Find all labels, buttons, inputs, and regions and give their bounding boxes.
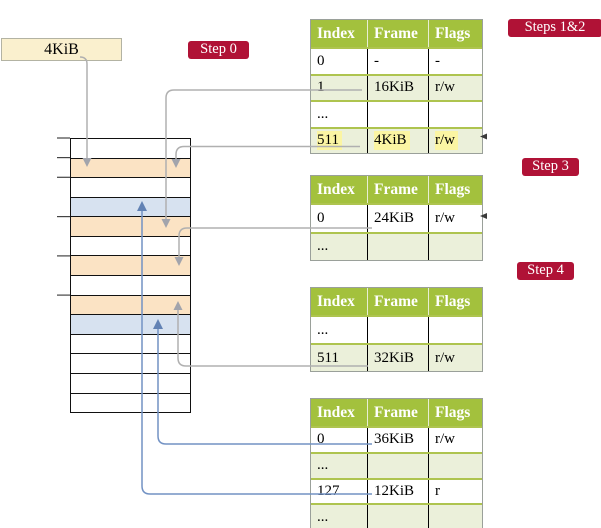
table-header: Index Frame Flags (311, 288, 482, 315)
cell-flags (428, 233, 482, 260)
table-row: ... (311, 100, 482, 127)
memory-frame-row (71, 256, 190, 277)
table-row: 1 16KiB r/w (311, 73, 482, 100)
cell-index: ... (317, 321, 329, 338)
cell-frame: 4KiB (367, 128, 428, 153)
column-header-flags: Flags (428, 399, 482, 426)
cell-index: 0 (317, 209, 325, 226)
cell-flags: r/w (428, 345, 482, 371)
cell-index: 127 (317, 482, 340, 499)
column-header-frame: Frame (367, 176, 428, 203)
column-header-index: Index (317, 292, 355, 310)
cell-index: ... (317, 508, 329, 525)
cell-index: 511 (317, 349, 339, 366)
frame-size-label-box: 4KiB (1, 38, 122, 61)
page-table-step-3: Index Frame Flags 0 24KiB r/w ... (310, 175, 483, 261)
column-header-index: Index (317, 180, 355, 198)
cell-flags: r/w (428, 428, 482, 452)
column-header-flags: Flags (428, 20, 482, 47)
table-row: ... (311, 231, 482, 260)
page-table-step-4-upper: Index Frame Flags ... 511 32KiB r/w (310, 287, 483, 372)
memory-frame-row (71, 158, 190, 179)
column-header-flags: Flags (428, 288, 482, 315)
memory-frame-row (71, 393, 190, 413)
table-row: ... (311, 503, 482, 528)
badge-step-3: Step 3 (522, 158, 579, 176)
cell-index: ... (317, 238, 329, 255)
table-row: 0 - - (311, 47, 482, 74)
page-table-steps-1-2: Index Frame Flags 0 - - 1 16KiB r/w . (310, 19, 483, 154)
table-header: Index Frame Flags (311, 176, 482, 203)
memory-frame-row (71, 295, 190, 316)
cell-index: ... (317, 105, 329, 122)
table-header: Index Frame Flags (311, 399, 482, 426)
cell-flags (428, 453, 482, 478)
memory-frame-row (71, 197, 190, 218)
cell-index: 1 (317, 79, 325, 96)
cell-frame (367, 102, 428, 127)
cell-flags (428, 102, 482, 127)
memory-frame-row (71, 315, 190, 335)
table-row: 0 36KiB r/w (311, 426, 482, 452)
cell-frame: 36KiB (367, 428, 428, 452)
cell-flags: r (428, 479, 482, 504)
memory-frame-row (71, 354, 190, 374)
cell-index: 0 (317, 52, 325, 69)
table-row: ... (311, 451, 482, 478)
cell-frame: 16KiB (367, 75, 428, 100)
address-tick-marks (57, 137, 70, 296)
frame-size-label: 4KiB (44, 40, 79, 58)
cell-frame (367, 505, 428, 528)
cell-frame: - (367, 49, 428, 74)
memory-frame-row (71, 373, 190, 394)
memory-frame-row (71, 236, 190, 257)
memory-frame-row (71, 217, 190, 237)
cell-frame: 32KiB (367, 345, 428, 371)
cell-index: ... (317, 457, 329, 474)
badge-steps-1-and-2: Steps 1&2 (508, 19, 601, 37)
cell-index: 0 (317, 431, 325, 448)
memory-frame-row (71, 334, 190, 355)
column-header-frame: Frame (367, 399, 428, 426)
column-header-flags: Flags (428, 176, 482, 203)
badge-step-0: Step 0 (188, 41, 249, 59)
page-table-bottom: Index Frame Flags 0 36KiB r/w ... 1 (310, 398, 483, 528)
table-row: 511 4KiB r/w (311, 126, 482, 154)
column-header-frame: Frame (367, 20, 428, 47)
physical-memory-stack (70, 138, 191, 413)
column-header-index: Index (317, 403, 355, 421)
cell-frame: 12KiB (367, 479, 428, 504)
memory-frame-row (71, 139, 190, 159)
cell-flags (428, 505, 482, 528)
memory-frame-row (71, 178, 190, 198)
table-header: Index Frame Flags (311, 20, 482, 47)
table-row: 0 24KiB r/w (311, 203, 482, 232)
cell-frame: 24KiB (367, 205, 428, 232)
cell-index: 511 (311, 129, 367, 154)
memory-frame-row (71, 276, 190, 296)
cell-flags (428, 317, 482, 343)
cell-frame (367, 317, 428, 343)
cell-frame (367, 453, 428, 478)
cell-frame (367, 233, 428, 260)
table-row: ... (311, 315, 482, 343)
table-row: 511 32KiB r/w (311, 343, 482, 371)
cell-flags: - (428, 49, 482, 74)
column-header-index: Index (317, 24, 355, 42)
table-row: 127 12KiB r (311, 477, 482, 504)
cell-flags: r/w (428, 205, 482, 232)
column-header-frame: Frame (367, 288, 428, 315)
badge-step-4: Step 4 (517, 262, 574, 280)
cell-flags: r/w (428, 75, 482, 100)
cell-flags: r/w (428, 128, 482, 153)
